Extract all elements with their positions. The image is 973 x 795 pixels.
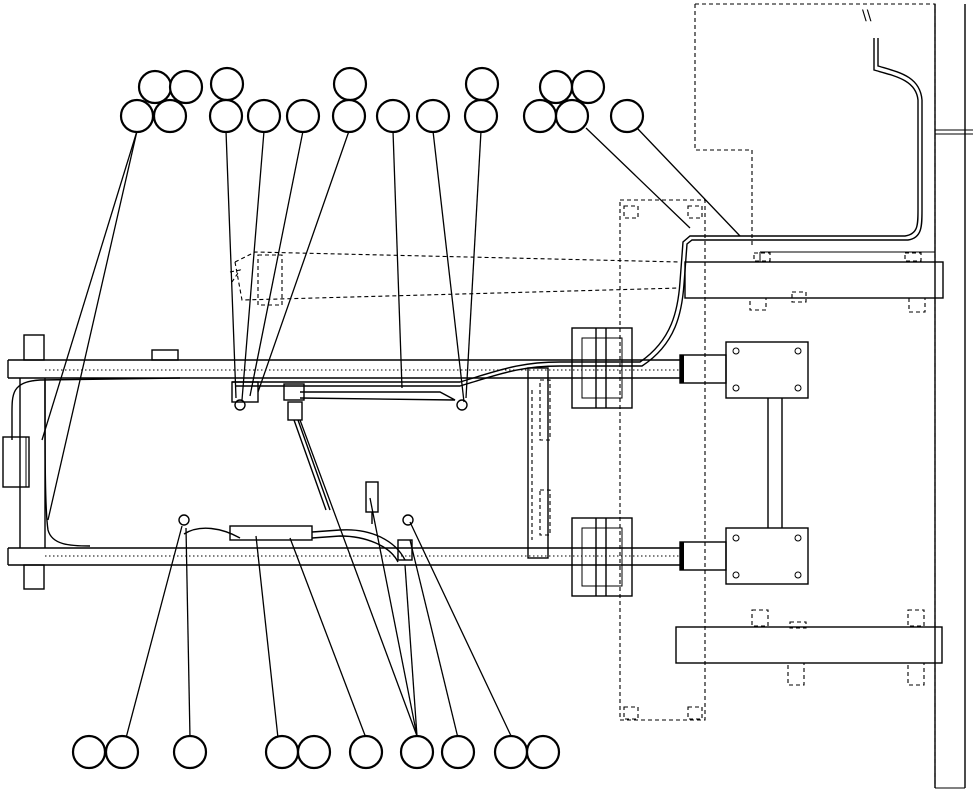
callout-balloon [554, 98, 590, 134]
lower-axle-beam [675, 609, 943, 686]
hose-lines [11, 38, 923, 563]
callout-balloon [119, 98, 155, 134]
callout-balloon [609, 98, 645, 134]
callout-balloon [209, 66, 245, 102]
lower-frame-rail [7, 547, 680, 590]
callout-balloon [399, 734, 435, 770]
top-callout-balloons [119, 66, 645, 134]
machine-body-outline [619, 3, 973, 789]
callout-balloon [152, 98, 188, 134]
callout-balloon [71, 734, 107, 770]
callout-balloon [464, 66, 500, 102]
callout-balloon [168, 69, 204, 105]
callout-balloon [570, 69, 606, 105]
rail-mount-blocks [571, 327, 633, 597]
callout-balloon [296, 734, 332, 770]
callout-balloon [285, 98, 321, 134]
callout-balloon [463, 98, 499, 134]
callout-balloon [493, 734, 529, 770]
sheet-mark: \\ [862, 8, 872, 24]
upper-axle-beam [684, 251, 944, 313]
center-link-plates [679, 341, 809, 585]
callout-balloon [522, 98, 558, 134]
left-side-member [2, 378, 46, 548]
callout-balloon [246, 98, 282, 134]
callout-balloon [104, 734, 140, 770]
callout-balloon [538, 69, 574, 105]
leader-lines [41, 127, 741, 739]
callout-balloon [348, 734, 384, 770]
callout-balloon [208, 98, 244, 134]
bottom-callout-balloons [71, 734, 561, 770]
callout-balloon [375, 98, 411, 134]
center-channel [527, 367, 551, 559]
callout-balloon [331, 98, 367, 134]
callout-balloon [525, 734, 561, 770]
callout-balloon [264, 734, 300, 770]
callout-balloon [415, 98, 451, 134]
callout-balloon [332, 66, 368, 102]
upper-frame-rail [7, 334, 680, 379]
callout-balloon [137, 69, 173, 105]
callout-balloon [440, 734, 476, 770]
boom-cylinder-outline [229, 251, 681, 306]
callout-balloon [172, 734, 208, 770]
